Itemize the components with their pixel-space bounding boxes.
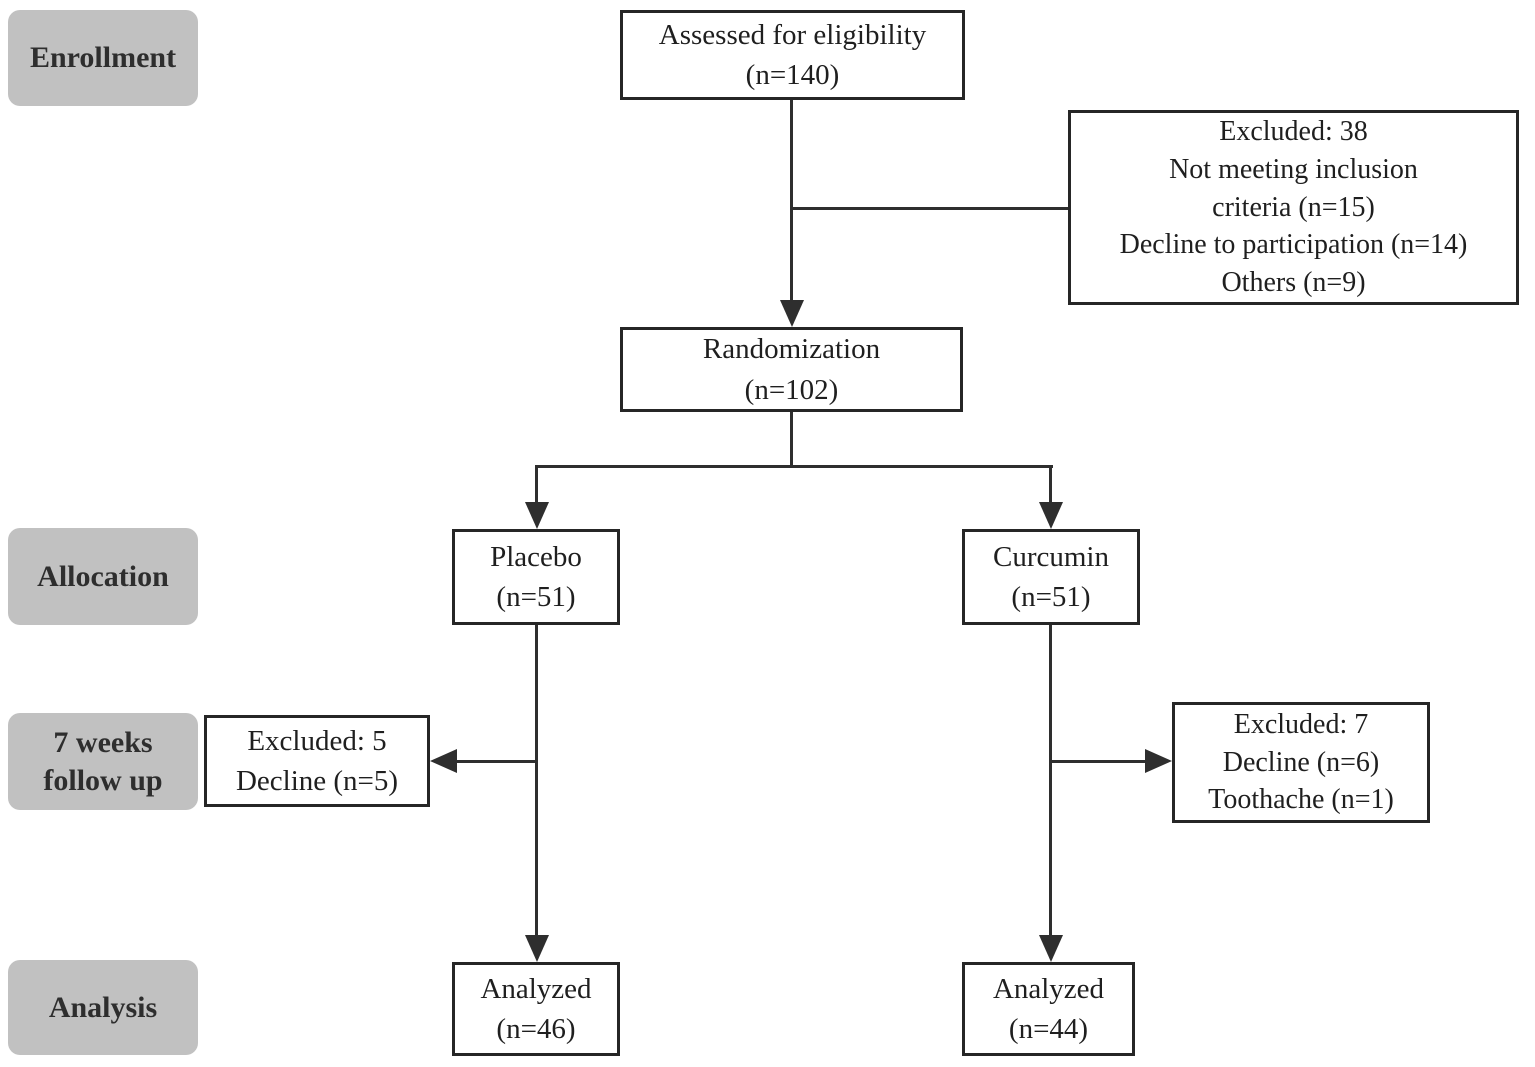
stage-label-text: Analysis (48, 990, 158, 1024)
box-text-line: Excluded: 38 (1219, 116, 1368, 147)
arrowhead-down-curcumin (1039, 502, 1063, 529)
box-text-line: Not meeting inclusion (1169, 153, 1418, 185)
box-excluded-curcumin: Excluded: 7 Decline (n=6) Toothache (n=1… (1172, 702, 1430, 823)
box-text-line: (n=102) (744, 373, 839, 406)
box-randomization: Randomization (n=102) (620, 327, 963, 412)
arrowhead-right-excluded-curcumin (1145, 749, 1172, 773)
box-text-line: Analyzed (992, 972, 1105, 1005)
connector-to-excluded-curcumin (1051, 760, 1148, 763)
connector-placebo-to-analyzed (535, 625, 538, 938)
stage-label-text: Enrollment (29, 41, 177, 75)
box-text-line: Analyzed (480, 972, 592, 1005)
box-assessed-eligibility: Assessed for eligibility (n=140) (620, 10, 965, 100)
stage-label-enrollment: Enrollment (8, 10, 198, 106)
box-text-line: criteria (n=15) (1212, 191, 1375, 223)
connector-split-to-curcumin (1049, 465, 1052, 505)
stage-label-allocation: Allocation (8, 528, 198, 625)
box-text-line: (n=51) (1011, 581, 1091, 613)
arrowhead-down-placebo (525, 502, 549, 529)
box-text-line: Excluded: 7 (1233, 708, 1369, 740)
stage-label-text-line: follow up (43, 763, 163, 797)
connector-allocation-split (535, 465, 1053, 468)
stage-label-text: Allocation (37, 559, 169, 593)
box-text-line: (n=51) (496, 581, 576, 613)
box-analyzed-placebo: Analyzed (n=46) (452, 962, 620, 1056)
arrowhead-down-analyzed-placebo (525, 935, 549, 962)
box-text-line: Toothache (n=1) (1208, 784, 1394, 816)
box-text-line: Excluded: 5 (247, 724, 387, 757)
connector-curcumin-to-analyzed (1049, 625, 1052, 938)
arrowhead-down-analyzed-curcumin (1039, 935, 1063, 962)
box-text-line: (n=44) (1008, 1013, 1089, 1045)
arrowhead-down-randomization (780, 300, 804, 327)
stage-label-analysis: Analysis (8, 960, 198, 1055)
box-excluded-enrollment: Excluded: 38 Not meeting inclusion crite… (1068, 110, 1519, 305)
connector-to-excluded-enrollment (790, 207, 1068, 210)
box-text-line: Randomization (702, 333, 881, 366)
box-analyzed-curcumin: Analyzed (n=44) (962, 962, 1135, 1056)
connector-split-to-placebo (535, 465, 538, 505)
arrowhead-left-excluded-placebo (430, 749, 457, 773)
box-curcumin: Curcumin (n=51) (962, 529, 1140, 625)
box-text-line: Curcumin (993, 540, 1109, 573)
box-text-line: Decline (n=6) (1222, 746, 1380, 778)
stage-label-text-line: 7 weeks (53, 726, 153, 759)
box-excluded-placebo: Excluded: 5 Decline (n=5) (204, 715, 430, 807)
box-text-line: (n=140) (745, 59, 840, 91)
box-text-line: (n=46) (496, 1013, 576, 1045)
box-text-line: Assessed for eligibility (658, 18, 927, 51)
stage-label-followup: 7 weeks follow up (8, 713, 198, 810)
connector-randomization-stem (790, 412, 793, 468)
box-text-line: Placebo (490, 540, 582, 573)
box-text-line: Others (n=9) (1221, 267, 1366, 299)
connector-to-excluded-placebo (448, 760, 537, 763)
box-text-line: Decline to participation (n=14) (1119, 229, 1468, 261)
box-text-line: Decline (n=5) (235, 765, 399, 797)
box-placebo: Placebo (n=51) (452, 529, 620, 625)
connector-assessed-to-randomization (790, 100, 793, 303)
